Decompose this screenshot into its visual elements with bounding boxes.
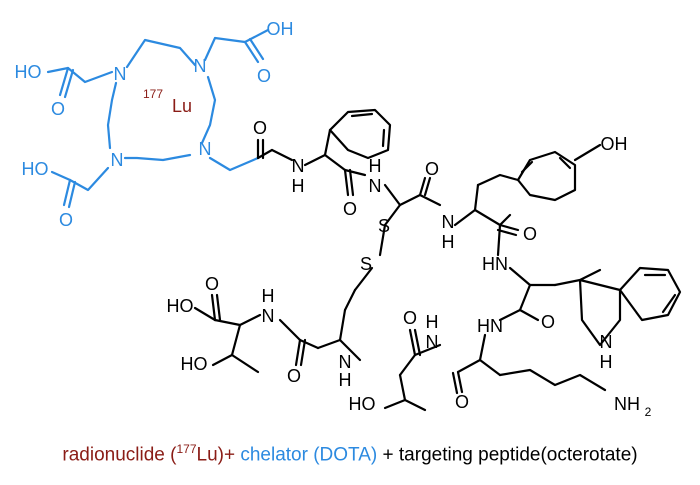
caption: radionuclide (177Lu)+ chelator (DOTA) + … (0, 442, 700, 466)
amine-nh2-subscript: 2 (645, 405, 652, 419)
nh-b-h: H (369, 156, 382, 176)
carbonyl-o-top-left: O (51, 99, 65, 119)
o-cys2: O (287, 366, 301, 386)
hydroxyl-top-right: OH (267, 19, 294, 39)
hydroxyl-tyr: OH (601, 134, 628, 154)
amine-n1: N (114, 64, 127, 84)
caption-radionuclide: radionuclide ( (62, 444, 177, 466)
amine-n4: N (111, 150, 124, 170)
lu-mass-number: 177 (143, 87, 163, 101)
amine-n2: N (194, 56, 207, 76)
sulfur-2: S (360, 254, 372, 274)
carbonyl-o-left: O (59, 210, 73, 230)
nh-a-n: N (292, 156, 305, 176)
nh-c-h: H (442, 232, 455, 252)
nh-d: HN (482, 254, 508, 274)
caption-lu: Lu)+ (196, 444, 241, 466)
hydroxyl-acid: HO (167, 296, 194, 316)
hydroxyl-thr-b: HO (349, 394, 376, 414)
hydroxyl-left: HO (22, 159, 49, 179)
nh-e-h: H (262, 286, 275, 306)
nh-h: HN (477, 316, 503, 336)
nh-f-h: H (339, 370, 352, 390)
o-gly: O (253, 118, 267, 138)
hydroxyl-top-left: HO (15, 62, 42, 82)
caption-mass: 177 (176, 442, 197, 456)
lu-symbol: Lu (172, 96, 192, 116)
peptide-bonds (193, 108, 682, 412)
o-lys: O (455, 392, 469, 412)
caption-chelator: chelator (DOTA) (240, 444, 378, 466)
o-thr1: O (403, 308, 417, 328)
indole-n: N (600, 332, 613, 352)
chelator-bonds (46, 28, 270, 209)
caption-peptide: + targeting peptide(octerotate) (377, 444, 638, 466)
nh-g-n: N (426, 332, 439, 352)
o-tyr: O (523, 224, 537, 244)
amine-nh2: NH (614, 394, 640, 414)
nh-e-n: N (262, 306, 275, 326)
indole-h: H (600, 352, 613, 372)
o-acid: O (205, 274, 219, 294)
carbonyl-o-top-right: O (257, 66, 271, 86)
nh-g-h: H (426, 312, 439, 332)
o-phe: O (343, 199, 357, 219)
o-cys1: O (425, 159, 439, 179)
nh-a-h: H (292, 176, 305, 196)
nh-b-n: N (369, 176, 382, 196)
nh-f-n: N (339, 352, 352, 372)
nh-c-n: N (442, 212, 455, 232)
hydroxyl-thr-a: HO (181, 354, 208, 374)
amine-n3: N (199, 139, 212, 159)
sulfur-1: S (378, 216, 390, 236)
o-trp: O (541, 312, 555, 332)
